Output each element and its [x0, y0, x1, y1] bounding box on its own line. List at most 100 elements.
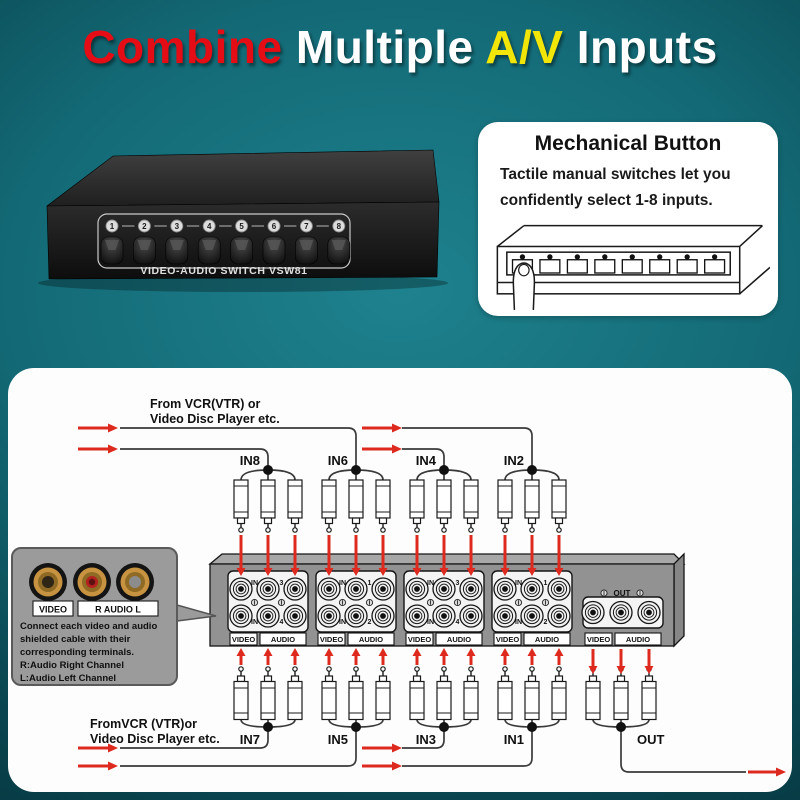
sketch-button-dot [602, 254, 608, 260]
video-label-box [584, 632, 613, 646]
sketch-left-edge [496, 225, 525, 248]
signal-arrowhead [351, 648, 361, 656]
callout-rca-jack [29, 563, 67, 601]
audio-label-box [347, 632, 395, 646]
signal-arrowhead [554, 568, 564, 576]
audio-label-box [259, 632, 307, 646]
signal-arrowhead [392, 761, 402, 771]
input-number-badge [299, 219, 313, 233]
video-label-box [405, 632, 434, 646]
signal-arrowhead [324, 648, 334, 656]
button-highlight [137, 240, 152, 250]
rca-plug [260, 666, 276, 721]
audio-label: AUDIO [271, 635, 295, 644]
rca-jack [317, 577, 341, 601]
sketch-button [566, 259, 588, 274]
panel-screws [250, 589, 644, 607]
button-highlight [331, 240, 346, 250]
sketch-button [621, 259, 643, 274]
card-line2: confidently select 1-8 inputs. [500, 192, 713, 209]
rca-jack [547, 577, 571, 601]
cable-to-in2 [402, 427, 533, 470]
sketch-right-bottom-edge [739, 266, 770, 295]
headline-word-combine: Combine [82, 21, 283, 73]
panel-in-label: IN [427, 580, 434, 587]
panel-in-label: IN [251, 619, 258, 626]
label-in1: IN1 [504, 732, 524, 747]
button-highlight [267, 240, 281, 250]
signal-arrowhead [776, 767, 786, 777]
input-number: 3 [175, 222, 180, 231]
cable-lines [120, 427, 746, 773]
signal-arrowhead [392, 423, 402, 433]
rca-plug [375, 479, 391, 533]
connector-callout: VIDEO R AUDIO L Connect each video and a… [11, 547, 217, 686]
junction-dot [616, 722, 626, 732]
headline: Combine Multiple A/V Inputs [0, 20, 800, 74]
rca-jack [493, 577, 517, 601]
rca-plug [463, 479, 479, 533]
signal-arrowhead [378, 568, 388, 576]
sketch-button [539, 259, 561, 274]
panel-num-label: 4 [456, 619, 460, 626]
video-label-box [493, 632, 522, 646]
signal-arrowhead [263, 648, 273, 656]
signal-arrowhead [527, 648, 537, 656]
video-label: VIDEO [320, 635, 344, 644]
top-source-line2: Video Disc Player etc. [150, 412, 280, 426]
rca-jack [371, 604, 395, 628]
rca-jack [256, 577, 280, 601]
input-number: 2 [142, 222, 147, 231]
signal-arrowhead [588, 666, 598, 674]
rca-jack [520, 604, 544, 628]
rca-plug [321, 479, 337, 533]
sketch-button [676, 259, 698, 274]
rca-plug [409, 479, 425, 533]
rca-jack [637, 600, 661, 625]
signal-arrowhead [108, 743, 118, 753]
signal-arrowhead [392, 743, 402, 753]
rca-jack [459, 577, 483, 601]
sketch-button [649, 259, 671, 274]
button-highlight [169, 240, 184, 250]
signal-arrowhead [290, 648, 300, 656]
video-label-box [229, 632, 258, 646]
button-highlight [299, 240, 314, 250]
signal-arrowhead [263, 568, 273, 576]
signal-arrowhead [412, 568, 422, 576]
rca-plug [524, 479, 540, 533]
headline-word-av: A/V [485, 21, 564, 73]
junction-dots [263, 465, 626, 732]
bottom-source-line2: Video Disc Player etc. [90, 732, 220, 746]
label-in2: IN2 [504, 453, 524, 468]
rca-plug [641, 666, 657, 721]
panel-side-face [673, 552, 685, 648]
button-highlight [234, 240, 249, 250]
rca-jack [459, 604, 483, 628]
rca-plug [551, 479, 567, 533]
cable-to-in4 [402, 448, 445, 470]
signal-arrowhead [351, 568, 361, 576]
junction-dot [263, 465, 273, 475]
rca-jacks [229, 577, 661, 628]
input-number: 8 [337, 222, 342, 231]
input-number-badge [170, 219, 184, 233]
sketch-button [704, 259, 726, 274]
finger-graphic [512, 262, 536, 310]
sketch-button-dot [657, 254, 663, 260]
sketch-buttons [511, 254, 726, 274]
callout-rca-jacks [29, 563, 154, 601]
rca-jack [432, 604, 456, 628]
input-number-badge [267, 219, 281, 233]
panel-in-label: IN [339, 580, 346, 587]
sketch-button-dot [547, 254, 553, 260]
callout-audio-box [77, 600, 159, 617]
mechanical-button-card: Mechanical Button Tactile manual switche… [478, 122, 778, 316]
panel-num-label: 1 [544, 580, 548, 587]
callout-text-line: R:Audio Right Channel [20, 660, 124, 671]
rca-plug [524, 666, 540, 721]
rca-plug [551, 666, 567, 721]
